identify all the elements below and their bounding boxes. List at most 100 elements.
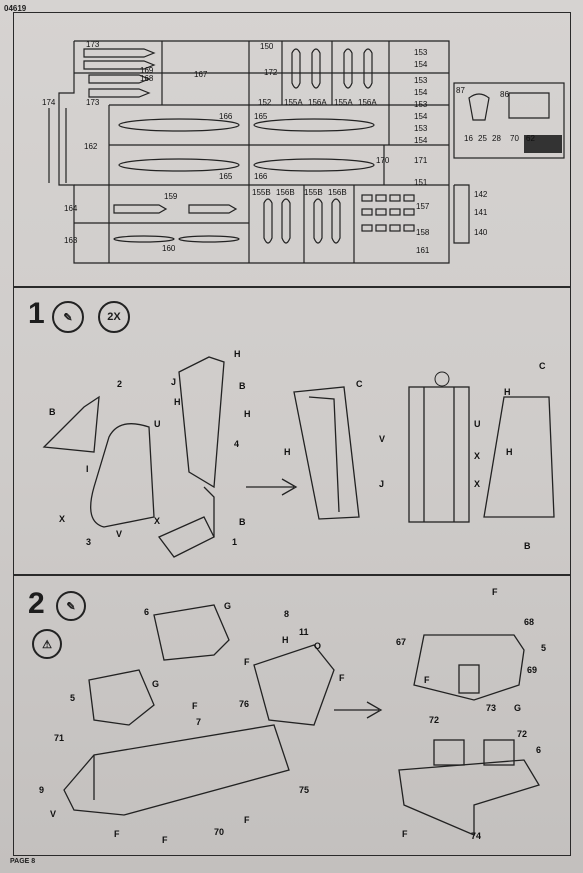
svg-text:62: 62 (526, 134, 535, 143)
svg-text:V: V (116, 529, 122, 539)
svg-text:H: H (284, 447, 291, 457)
svg-text:G: G (224, 601, 231, 611)
step-1-drawing: 2 B H J H B U H 4 I X 3 V X B 1 C H V J (42, 349, 555, 558)
svg-text:I: I (86, 464, 89, 474)
svg-text:F: F (492, 587, 498, 597)
svg-text:158: 158 (416, 228, 430, 237)
svg-text:169: 169 (140, 66, 154, 75)
svg-text:25: 25 (478, 134, 487, 143)
svg-text:154: 154 (414, 60, 428, 69)
svg-text:H: H (282, 635, 289, 645)
svg-text:F: F (424, 675, 430, 685)
step-2-drawing: 6 G 8 H 11 O F F 5 G 7 76 71 F 9 V F F F… (39, 587, 546, 845)
svg-text:16: 16 (464, 134, 473, 143)
step-1-number: 1 (28, 297, 45, 330)
svg-text:F: F (244, 815, 250, 825)
svg-text:140: 140 (474, 228, 488, 237)
svg-text:156A: 156A (358, 98, 377, 107)
svg-text:X: X (154, 516, 160, 526)
svg-text:73: 73 (486, 703, 496, 713)
svg-text:152: 152 (258, 98, 272, 107)
svg-text:B: B (524, 541, 531, 551)
svg-text:F: F (162, 835, 168, 845)
svg-text:162: 162 (84, 142, 98, 151)
svg-text:70: 70 (214, 827, 224, 837)
svg-text:B: B (49, 407, 56, 417)
svg-text:2: 2 (117, 379, 122, 389)
svg-text:86: 86 (500, 90, 509, 99)
svg-text:153: 153 (414, 76, 428, 85)
document-code: 04619 (4, 4, 27, 13)
svg-text:151: 151 (414, 178, 428, 187)
svg-text:172: 172 (264, 68, 278, 77)
svg-text:F: F (114, 829, 120, 839)
svg-text:159: 159 (164, 192, 178, 201)
svg-text:1: 1 (232, 537, 237, 547)
svg-text:J: J (379, 479, 384, 489)
svg-text:165: 165 (219, 172, 233, 181)
svg-text:6: 6 (144, 607, 149, 617)
svg-text:155A: 155A (284, 98, 303, 107)
svg-text:X: X (474, 479, 480, 489)
svg-text:5: 5 (541, 643, 546, 653)
svg-text:154: 154 (414, 112, 428, 121)
svg-text:171: 171 (414, 156, 428, 165)
svg-text:F: F (244, 657, 250, 667)
paint-warning-icon: ⚠ (32, 629, 62, 659)
svg-text:71: 71 (54, 733, 64, 743)
glue-icon: ✎ (52, 301, 84, 333)
svg-text:154: 154 (414, 88, 428, 97)
svg-text:72: 72 (429, 715, 439, 725)
svg-text:F: F (339, 673, 345, 683)
svg-text:F: F (192, 701, 198, 711)
svg-text:150: 150 (260, 42, 274, 51)
svg-text:G: G (514, 703, 521, 713)
svg-text:69: 69 (527, 665, 537, 675)
svg-text:167: 167 (194, 70, 208, 79)
glue-icon: ✎ (56, 591, 86, 621)
svg-text:4: 4 (234, 439, 239, 449)
svg-text:F: F (402, 829, 408, 839)
svg-text:156A: 156A (308, 98, 327, 107)
svg-text:160: 160 (162, 244, 176, 253)
svg-text:154: 154 (414, 136, 428, 145)
svg-text:155A: 155A (334, 98, 353, 107)
svg-text:164: 164 (64, 204, 78, 213)
step-1-panel: 1 ✎ 2X (13, 286, 571, 576)
svg-text:5: 5 (70, 693, 75, 703)
svg-text:76: 76 (239, 699, 249, 709)
svg-text:170: 170 (376, 156, 390, 165)
svg-text:142: 142 (474, 190, 488, 199)
svg-text:V: V (50, 809, 56, 819)
svg-text:H: H (506, 447, 513, 457)
svg-text:166: 166 (254, 172, 268, 181)
svg-text:68: 68 (524, 617, 534, 627)
svg-text:74: 74 (471, 831, 481, 841)
svg-text:28: 28 (492, 134, 501, 143)
svg-text:H: H (234, 349, 241, 359)
svg-text:3: 3 (86, 537, 91, 547)
svg-text:156B: 156B (276, 188, 295, 197)
svg-text:9: 9 (39, 785, 44, 795)
step-2-panel: 2 ✎ ⚠ 6 (13, 574, 571, 856)
svg-text:H: H (504, 387, 511, 397)
svg-text:7: 7 (196, 717, 201, 727)
svg-text:156B: 156B (328, 188, 347, 197)
svg-text:141: 141 (474, 208, 488, 217)
svg-text:70: 70 (510, 134, 519, 143)
svg-text:6: 6 (536, 745, 541, 755)
svg-text:75: 75 (299, 785, 309, 795)
svg-text:166: 166 (219, 112, 233, 121)
svg-text:C: C (356, 379, 363, 389)
svg-text:J: J (171, 377, 176, 387)
svg-text:165: 165 (254, 112, 268, 121)
svg-text:C: C (539, 361, 546, 371)
svg-text:153: 153 (414, 124, 428, 133)
svg-text:O: O (314, 641, 321, 651)
svg-text:168: 168 (140, 74, 154, 83)
svg-text:G: G (152, 679, 159, 689)
svg-text:163: 163 (64, 236, 78, 245)
